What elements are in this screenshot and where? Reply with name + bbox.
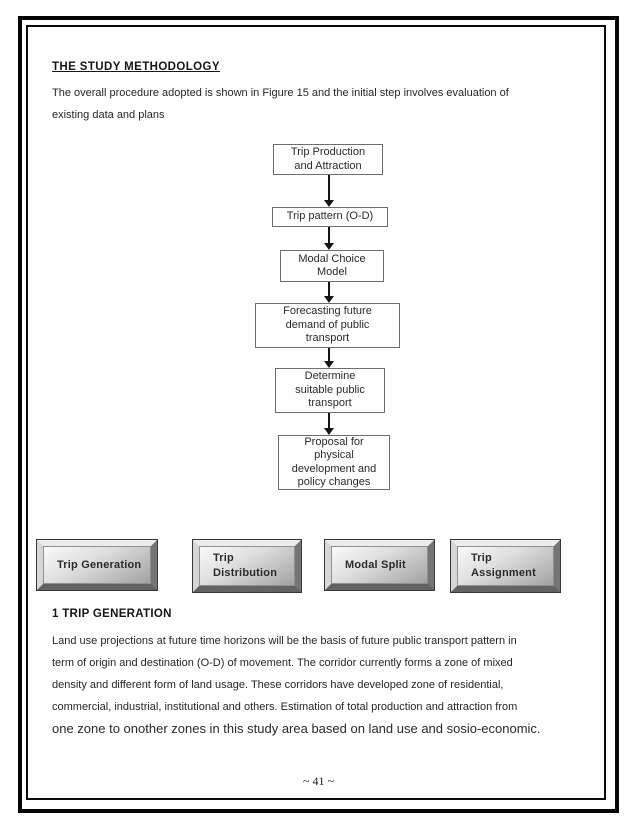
flowchart-box-forecasting: Forecasting future demand of public tran… — [255, 303, 400, 348]
flowchart-box-modal-choice: Modal Choice Model — [280, 250, 384, 282]
section-heading: 1 TRIP GENERATION — [52, 608, 172, 620]
flowchart-box-trip-pattern: Trip pattern (O-D) — [272, 207, 388, 227]
page-border-inner — [26, 25, 606, 800]
trip-distribution-button[interactable]: Trip Distribution — [192, 539, 302, 593]
trip-generation-button[interactable]: Trip Generation — [36, 539, 158, 591]
flowchart-box-proposal: Proposal for physical development and po… — [278, 435, 390, 490]
flowchart-arrow-down-icon — [328, 282, 330, 296]
section-body-last-line: one zone to onother zones in this study … — [52, 721, 541, 736]
trip-generation-button-label: Trip Generation — [43, 546, 151, 584]
flowchart-arrow-down-icon — [328, 348, 330, 361]
page-title: THE STUDY METHODOLOGY — [52, 61, 220, 73]
page-border-outer — [18, 16, 619, 813]
modal-split-button[interactable]: Modal Split — [324, 539, 435, 591]
flowchart-arrow-down-icon — [328, 175, 330, 200]
trip-assignment-button-label: Trip Assignment — [457, 546, 554, 586]
flowchart-arrow-down-icon — [328, 413, 330, 428]
trip-assignment-button[interactable]: Trip Assignment — [450, 539, 561, 593]
modal-split-button-label: Modal Split — [331, 546, 428, 584]
trip-distribution-button-label: Trip Distribution — [199, 546, 295, 586]
flowchart-box-trip-production: Trip Production and Attraction — [273, 144, 383, 175]
page-number: ~ 41 ~ — [303, 774, 334, 788]
section-body-paragraph: Land use projections at future time hori… — [52, 635, 518, 713]
flowchart-arrow-down-icon — [328, 227, 330, 243]
flowchart-box-determine-transport: Determine suitable public transport — [275, 368, 385, 413]
intro-paragraph: The overall procedure adopted is shown i… — [52, 87, 509, 121]
